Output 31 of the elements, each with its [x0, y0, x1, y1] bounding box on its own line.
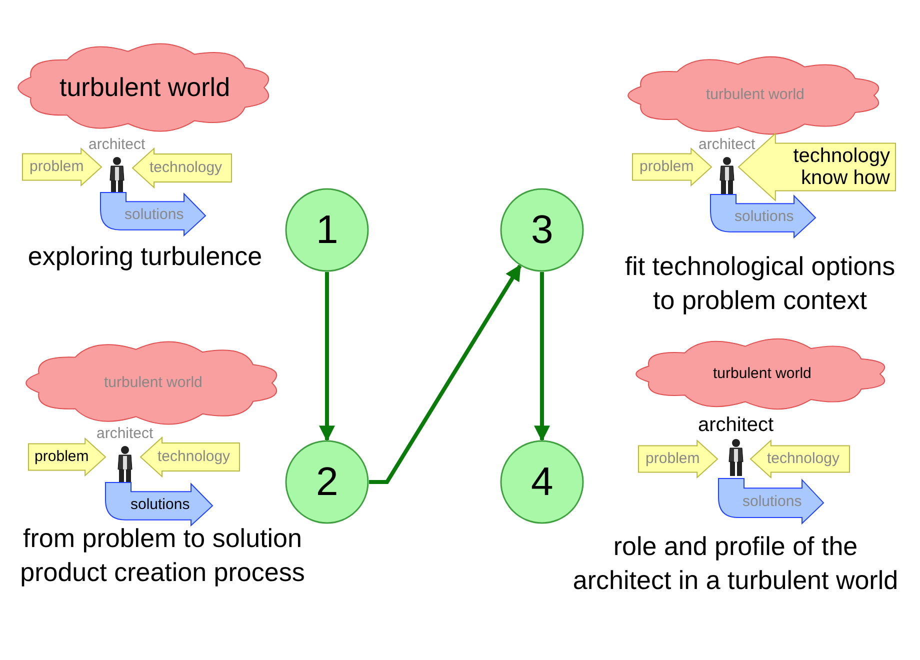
role-label: architect: [698, 414, 774, 436]
arrow-label: technology: [150, 160, 222, 176]
arrow: [369, 264, 522, 484]
caption-text: fit technological options to problem context: [624, 250, 896, 317]
arrow: [534, 272, 550, 442]
role-label: architect: [88, 137, 146, 154]
caption-text: from problem to solution product creation process: [19, 522, 306, 589]
arrow-label: solutions: [130, 497, 190, 514]
caption-text: role and profile of the architect in a turbulent world: [572, 530, 900, 597]
arrow-label: solutions: [734, 209, 794, 226]
step-number: 3: [531, 208, 554, 252]
arrow-label: problem: [646, 450, 700, 467]
arrow-label: technology know how: [792, 145, 890, 189]
arrow: [319, 272, 335, 442]
arrow-label: solutions: [742, 494, 802, 511]
step-number: 1: [316, 208, 338, 252]
role-label: architect: [698, 137, 756, 154]
caption-text: exploring turbulence: [26, 240, 264, 273]
arrow-label: problem: [640, 158, 694, 175]
cloud-label: turbulent world: [60, 73, 230, 102]
arrow-label: problem: [30, 158, 84, 175]
cloud-label: turbulent world: [104, 374, 202, 391]
cloud-label: turbulent world: [706, 87, 804, 104]
cloud-label: turbulent world: [713, 366, 812, 382]
arrow-label: solutions: [124, 207, 184, 224]
step-number: 2: [316, 460, 338, 504]
arrow-label: technology: [766, 450, 840, 467]
role-label: architect: [96, 426, 154, 442]
arrow-label: technology: [158, 448, 230, 465]
step-number: 4: [531, 460, 554, 504]
arrow-label: problem: [34, 448, 89, 465]
